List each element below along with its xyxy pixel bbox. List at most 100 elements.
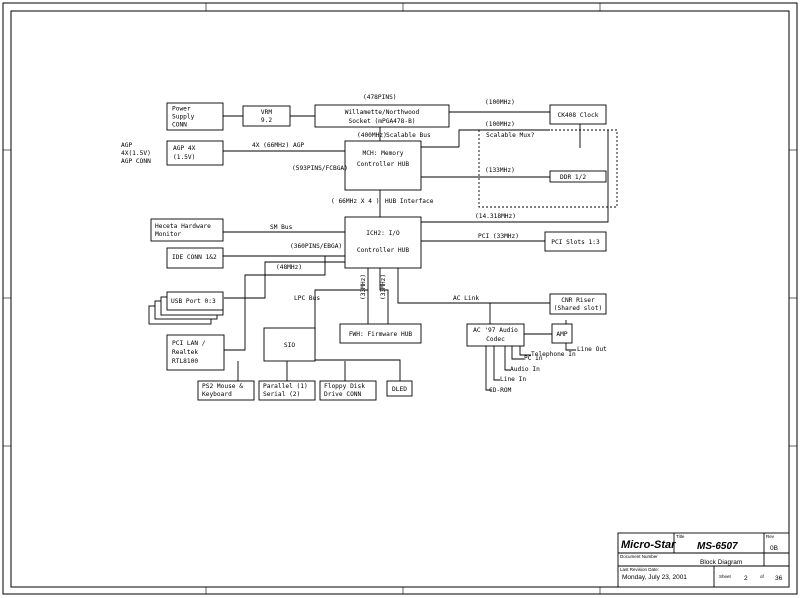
diagram-label: Serial (2) — [263, 391, 300, 398]
diagram-label: (133MHz) — [485, 167, 515, 174]
diagram-label: ICH2: I/O — [366, 230, 400, 237]
diagram-label: 36 — [775, 575, 783, 582]
heceta-monitor-block: Heceta Hardware Monitor — [150, 218, 224, 242]
diagram-label: (360PINS/EBGA) — [290, 243, 342, 250]
diagram-label: Realtek — [172, 349, 198, 356]
diagram-label: AGP CONN — [121, 158, 151, 165]
mch-block: MCH: Memory Controller HUB — [344, 140, 422, 191]
diagram-label: (100MHz) — [485, 121, 515, 128]
diagram-label: (48MHz) — [276, 264, 302, 271]
diagram-label: Block Diagram — [700, 559, 742, 566]
diagram-label: AGP 4X — [173, 145, 196, 152]
cnr-riser-block: CNR Riser (Shared slot) — [549, 293, 607, 315]
diagram-label: Supply — [172, 114, 195, 121]
signal-labels: (478PINS) (100MHz) (100MHz) (400MHz) Sca… — [252, 94, 607, 394]
ide-conn-block: IDE CONN 1&2 — [166, 247, 224, 269]
diagram-label: CK408 Clock — [558, 112, 599, 119]
diagram-label: SM Bus — [270, 224, 293, 231]
diagram-label: Willamette/Northwood — [345, 109, 420, 116]
agp-conn-label: AGP 4X(1.5V) AGP CONN — [121, 142, 151, 165]
usb-port-block: USB Port 0:3 — [148, 291, 224, 325]
diagram-label: PCI LAN / — [172, 340, 206, 347]
pci-lan-block: PCI LAN / Realtek RTL8100 — [166, 334, 225, 371]
diagram-label: Power — [172, 106, 191, 113]
ps2-block: PS2 Mouse & Keyboard — [197, 380, 255, 401]
diagram-label: AC Link — [453, 295, 479, 302]
diagram-label: USB Port 0:3 — [171, 298, 216, 305]
diagram-label: HUB Interface — [385, 198, 434, 205]
diagram-label: PC In — [524, 355, 543, 362]
diagram-label: AMP — [556, 331, 567, 338]
diagram-label: Parallel (1) — [263, 383, 308, 390]
wires — [223, 111, 609, 391]
diagram-label: PCI Slots 1:3 — [551, 239, 600, 246]
diagram-label: Scalable Mux? — [486, 132, 535, 139]
diagram-label: Monitor — [155, 231, 181, 238]
diagram-label: 9.2 — [261, 117, 272, 124]
diagram-label: (478PINS) — [363, 94, 397, 101]
inner-border — [10, 10, 790, 588]
diagram-label: PCI (33MHz) — [478, 233, 519, 240]
diagram-label: Last Revision Date: — [620, 567, 659, 572]
diagram-label: RTL8100 — [172, 358, 198, 365]
diagram-label: Document Number — [620, 554, 658, 559]
diagram-label: SIO — [284, 342, 295, 349]
diagram-label: Socket (mPGA478-B) — [348, 118, 415, 125]
diagram-label: Telephone In — [531, 351, 576, 358]
dashed-option-region — [478, 129, 618, 208]
ddr-block: DDR 1/2 — [549, 170, 607, 183]
ich2-block: ICH2: I/O Controller HUB — [344, 216, 422, 269]
diagram-label: Heceta Hardware — [155, 223, 211, 230]
diagram-label: Controller HUB — [357, 247, 409, 254]
diagram-label: 0B — [770, 545, 778, 552]
parallel-serial-block: Parallel (1) Serial (2) — [258, 380, 316, 401]
diagram-label: FWH: Firmware HUB — [349, 331, 413, 338]
diagram-label: (33MHz) — [360, 274, 367, 300]
vrm-block: VRM 9.2 — [242, 105, 291, 127]
diagram-label: 4X(1.5V) — [121, 150, 151, 157]
diagram-label: (400MHz) — [357, 132, 387, 139]
diagram-label: DLED — [392, 386, 407, 393]
title-block: Micro-Star Title MS-6507 Rev 0B Document… — [617, 532, 790, 588]
diagram-label: Line Out — [577, 346, 607, 353]
diagram-label: AGP — [121, 142, 132, 149]
diagram-label: (1.5V) — [173, 154, 195, 161]
floppy-block: Floppy Disk Drive CONN — [319, 380, 377, 401]
diagram-label: Rev — [766, 534, 775, 539]
power-supply-block: Power Supply CONN — [166, 102, 224, 131]
diagram-label: LPC Bus — [294, 295, 320, 302]
brand-logo: Micro-Star — [621, 539, 676, 551]
dled-block: DLED — [386, 380, 413, 397]
diagram-label: Keyboard — [202, 391, 232, 398]
diagram-label: Scalable Bus — [386, 132, 431, 139]
diagram-label: Controller HUB — [357, 161, 409, 168]
diagram-label: Monday, July 23, 2001 — [622, 574, 687, 581]
diagram-label: Line In — [500, 376, 526, 383]
diagram-label: CONN — [172, 122, 187, 129]
diagram-label: Drive CONN — [324, 391, 362, 398]
diagram-label: (Shared slot) — [554, 305, 602, 312]
diagram-label: Audio In — [510, 366, 540, 373]
diagram-label: 2 — [744, 575, 748, 582]
diagram-label: (14.318MHz) — [475, 213, 516, 220]
diagram-label: 4X (66MHz) AGP — [252, 142, 304, 149]
diagram-label: CNR Riser — [561, 297, 595, 304]
diagram-label: VRM — [261, 109, 272, 116]
diagram-label: PS2 Mouse & — [202, 383, 243, 390]
diagram-label: CD-ROM — [489, 387, 512, 394]
diagram-label: Sheet — [719, 574, 732, 579]
diagram-label: Floppy Disk — [324, 383, 365, 390]
diagram-label: MCH: Memory — [363, 150, 404, 157]
diagram-label: MS-6507 — [697, 541, 738, 552]
diagram-label: Title — [676, 534, 685, 539]
ck408-clock-block: CK408 Clock — [549, 104, 607, 125]
cpu-block: Willamette/Northwood Socket (mPGA478-B) — [314, 104, 450, 128]
diagram-label: (593PINS/FCBGA) — [292, 165, 348, 172]
diagram-label: IDE CONN 1&2 — [172, 254, 217, 261]
sio-block: SIO — [263, 327, 316, 362]
agp-slot-block: AGP 4X (1.5V) — [166, 140, 224, 166]
diagram-label: ( 66MHz X 4 ) — [331, 198, 379, 205]
diagram-label: Codec — [486, 336, 505, 343]
pci-slots-block: PCI Slots 1:3 — [544, 231, 607, 252]
